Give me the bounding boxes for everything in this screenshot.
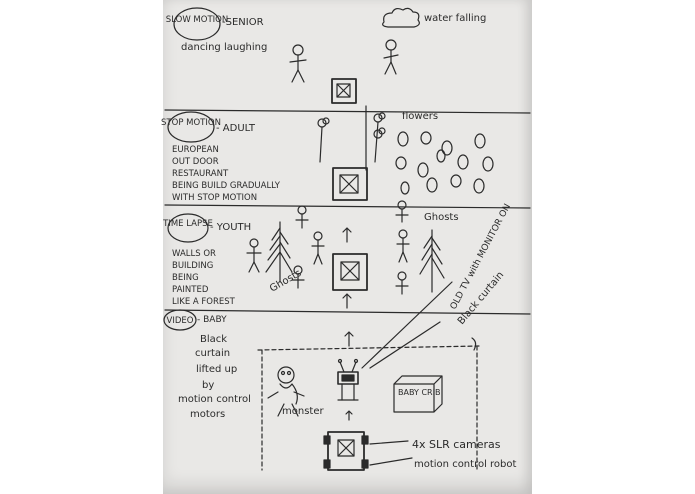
section-label-circle <box>167 111 215 143</box>
stick-figure <box>396 229 410 263</box>
old-tv-doodle <box>337 358 359 401</box>
section-label-circle <box>167 213 209 243</box>
monster-doodle <box>267 366 305 417</box>
divider-line <box>164 204 531 209</box>
section-note: motors <box>190 409 225 420</box>
section-stage: - YOUTH <box>210 222 251 233</box>
leader-line <box>361 281 453 369</box>
tree-doodle <box>419 229 445 293</box>
stick-figure <box>383 39 399 75</box>
arrow-up-icon <box>345 410 353 421</box>
section-note: WALLS OR <box>172 249 216 259</box>
stick-figure <box>295 205 309 229</box>
section-stage: - ADULT <box>216 123 256 134</box>
section-note: Black <box>200 334 227 345</box>
annotation: monster <box>282 406 324 417</box>
section-note: PAINTED <box>172 285 209 295</box>
section-note: dancing laughing <box>181 42 267 53</box>
robot-camera-rig <box>331 78 357 104</box>
section-note: EUROPEAN <box>172 145 219 155</box>
stick-figure <box>246 238 262 273</box>
stick-figure <box>291 265 305 289</box>
section-note: curtain <box>195 348 230 359</box>
section-label: SLOW MOTION <box>166 15 228 25</box>
robot-camera-rig <box>332 253 368 291</box>
leader-line <box>369 321 441 369</box>
curtain-frame <box>257 345 481 471</box>
crowd-doodles <box>395 131 494 195</box>
leader-line <box>369 457 413 466</box>
cloud-doodle <box>382 7 420 28</box>
tree-doodle <box>265 221 293 283</box>
annotation: BABY CRIB <box>398 388 440 397</box>
robot-camera-rig <box>323 431 369 471</box>
leader-line <box>369 440 409 445</box>
annotation: water falling <box>424 13 486 24</box>
section-label-circle <box>163 309 197 331</box>
stick-figure <box>395 271 409 295</box>
section-note: OUT DOOR <box>172 157 219 167</box>
section-note: BEING <box>172 273 199 283</box>
curtain-frame <box>471 337 477 351</box>
arrow-up-icon <box>342 227 352 243</box>
annotation: motion control robot <box>414 459 517 470</box>
section-note: BEING BUILD GRADUALLY <box>172 181 281 191</box>
section-note: motion control <box>178 394 251 405</box>
baby-crib-doodle <box>393 375 443 413</box>
section-note: RESTAURANT <box>172 169 229 179</box>
section-note: WITH STOP MOTION <box>172 193 257 203</box>
section-label: TIME LAPSE <box>162 219 213 229</box>
section-note: by <box>202 380 214 391</box>
section-note: BUILDING <box>172 261 213 271</box>
robot-camera-rig <box>332 167 368 201</box>
section-stage: -SENIOR <box>222 17 264 28</box>
arrow-up-icon <box>342 293 352 309</box>
divider-line <box>164 109 531 114</box>
stick-figure <box>289 44 307 83</box>
divider-line <box>164 309 531 315</box>
annotation: 4x SLR cameras <box>412 438 501 451</box>
section-note: LIKE A FOREST <box>172 297 236 307</box>
section-note: lifted up <box>196 364 237 375</box>
flower-doodle <box>317 117 330 163</box>
arrow-up-icon <box>344 331 354 347</box>
stick-figure <box>311 231 325 265</box>
section-label: STOP MOTION <box>161 118 221 128</box>
flower-doodle <box>373 112 386 163</box>
annotation: flowers <box>402 111 438 122</box>
section-stage: - BABY <box>197 315 227 325</box>
annotation: Ghosts <box>424 212 459 223</box>
section-label: VIDEO <box>167 316 194 326</box>
stick-figure <box>395 200 409 223</box>
section-label-circle <box>173 7 221 41</box>
